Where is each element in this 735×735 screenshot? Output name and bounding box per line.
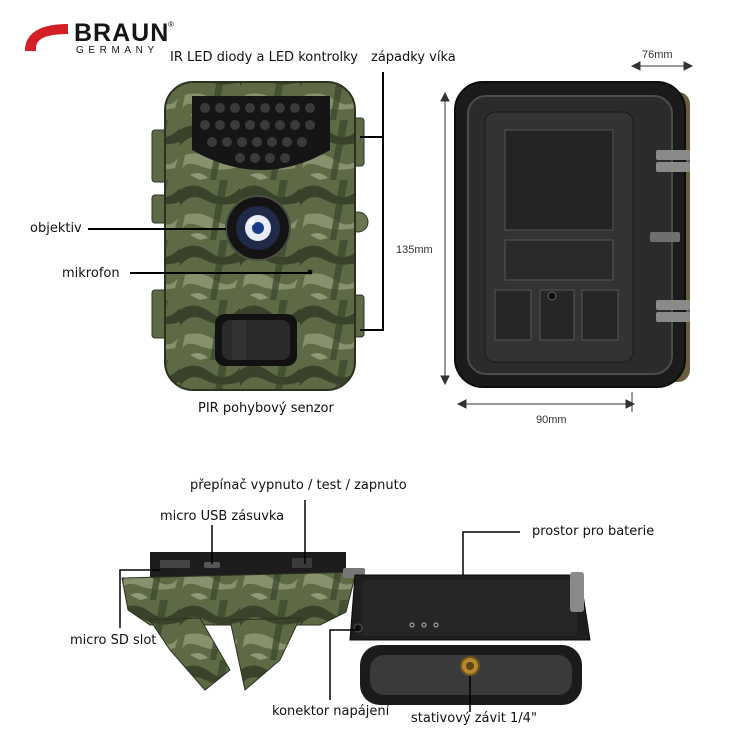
label-microphone: mikrofon — [62, 266, 120, 281]
camera-front-view — [151, 81, 369, 391]
label-power-connector: konektor napájení — [272, 704, 390, 719]
label-sd-slot: micro SD slot — [70, 633, 157, 648]
label-tripod-thread: stativový závit 1/4" — [411, 711, 537, 726]
brand-sub: GERMANY — [76, 45, 159, 56]
camera-back-view — [454, 81, 690, 388]
battery-compartment-view — [349, 572, 591, 705]
brand-registered-mark: ® — [168, 20, 174, 29]
braun-arc-icon — [25, 24, 68, 51]
dimension-width: 90mm — [536, 414, 567, 426]
label-lens: objektiv — [30, 221, 82, 236]
brand-name: BRAUN — [74, 19, 170, 47]
dimension-depth: 76mm — [642, 49, 673, 61]
label-usb: micro USB zásuvka — [160, 509, 285, 524]
dimension-height: 135mm — [396, 244, 433, 256]
label-power-switch: přepínač vypnuto / test / zapnuto — [190, 478, 407, 493]
label-pir-sensor: PIR pohybový senzor — [198, 401, 334, 416]
label-battery: prostor pro baterie — [532, 524, 655, 539]
label-ir-led: IR LED diody a LED kontrolky — [170, 50, 358, 65]
braun-logo: BRAUN ® GERMANY — [22, 18, 182, 58]
ir-led-array — [200, 103, 315, 163]
camera-bottom-side-view — [121, 552, 365, 691]
label-latches: západky víka — [371, 50, 456, 65]
